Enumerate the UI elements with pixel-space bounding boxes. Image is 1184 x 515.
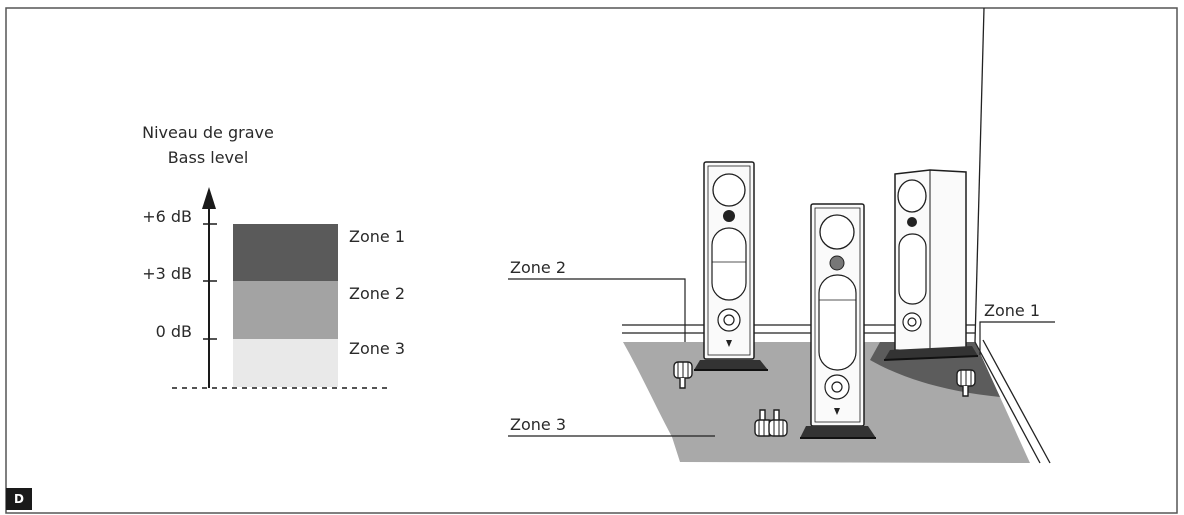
thumbs-up-icon bbox=[754, 409, 788, 437]
tick-label-plus3: +3 dB bbox=[142, 264, 192, 283]
speaker-back-right bbox=[883, 169, 979, 361]
room-zone-1-label: Zone 1 bbox=[984, 301, 1040, 320]
speaker-front-center bbox=[800, 203, 876, 439]
zone-3-block bbox=[233, 339, 338, 387]
wall-corner-line bbox=[974, 7, 985, 343]
zone-1-label: Zone 1 bbox=[349, 227, 405, 246]
scale-title-en: Bass level bbox=[168, 148, 249, 167]
wall-floor-line bbox=[982, 339, 1051, 464]
bass-level-scale: Niveau de grave Bass level +6 dB +3 dB 0… bbox=[142, 123, 405, 389]
panel-label: D bbox=[6, 488, 32, 510]
room-zone-2-label: Zone 2 bbox=[510, 258, 566, 277]
room-illustration: Zone 2 Zone 3 Zone 1 bbox=[508, 7, 1055, 464]
zone-2-leader bbox=[508, 278, 686, 342]
thumbs-down-icon bbox=[673, 361, 693, 389]
zone-2-block bbox=[233, 281, 338, 339]
tick-label-plus6: +6 dB bbox=[142, 207, 192, 226]
tick-label-0: 0 dB bbox=[156, 322, 192, 341]
scale-title-fr: Niveau de grave bbox=[142, 123, 274, 142]
zone-2-label: Zone 2 bbox=[349, 284, 405, 303]
zone-1-leader bbox=[979, 321, 1055, 355]
wall-floor-line bbox=[974, 341, 1041, 464]
zone-3-label: Zone 3 bbox=[349, 339, 405, 358]
axis-arrow-icon bbox=[202, 187, 216, 209]
thumbs-down-icon bbox=[956, 369, 976, 397]
speaker-back-left bbox=[694, 161, 768, 371]
zone-1-block bbox=[233, 224, 338, 281]
room-zone-3-label: Zone 3 bbox=[510, 415, 566, 434]
figure-frame bbox=[5, 7, 1178, 514]
